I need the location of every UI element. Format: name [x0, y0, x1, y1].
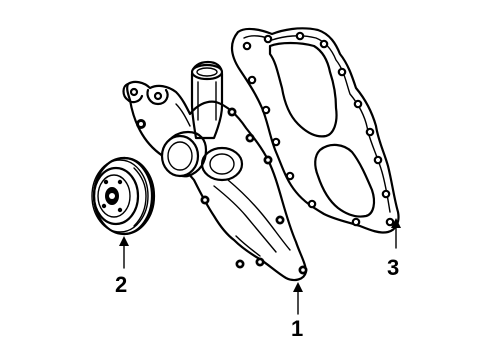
- water-pump: [122, 60, 308, 282]
- gasket: [231, 27, 400, 234]
- callout-2-number: 2: [115, 272, 127, 297]
- pulley: [91, 156, 156, 236]
- callout-1: 1: [291, 282, 303, 341]
- callout-3: 3: [387, 218, 401, 280]
- callout-2: 2: [115, 236, 129, 297]
- callout-1-number: 1: [291, 316, 303, 341]
- callout-3-number: 3: [387, 255, 399, 280]
